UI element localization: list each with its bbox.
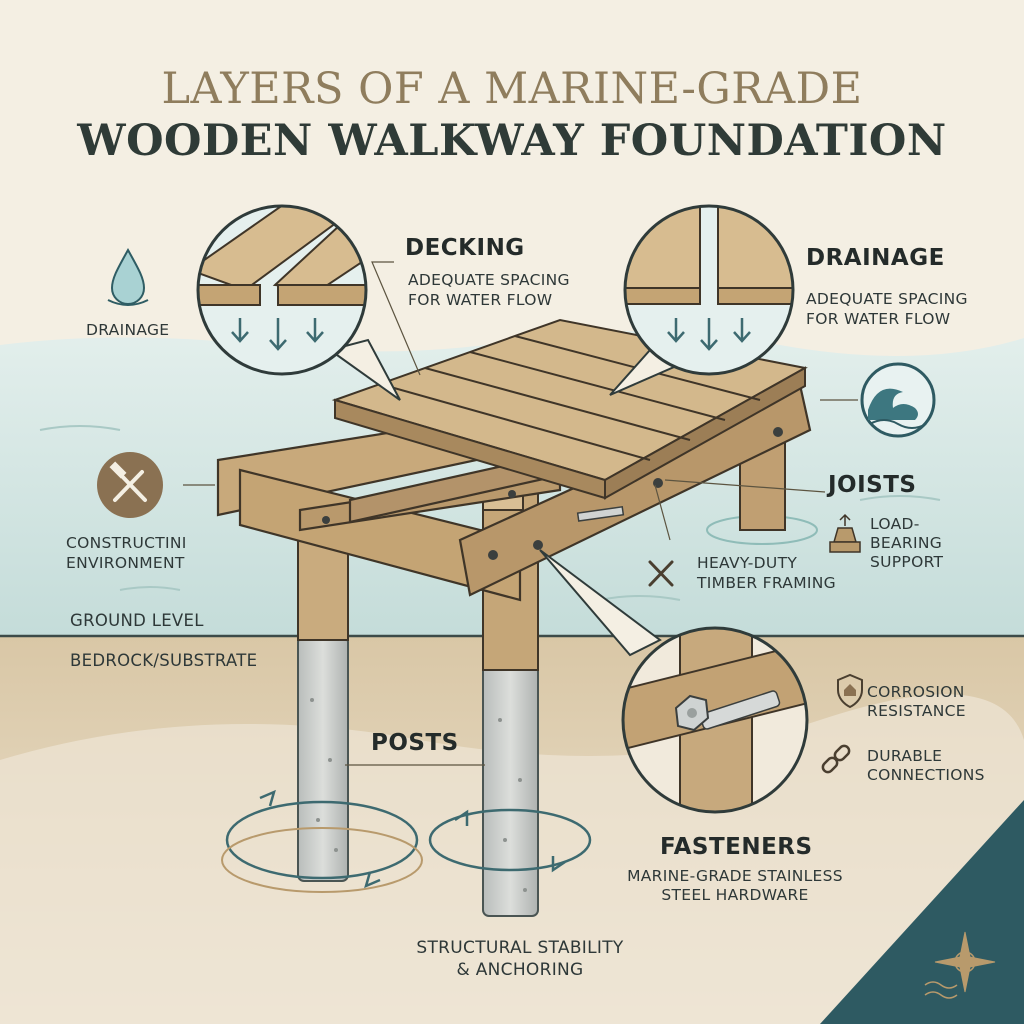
fasteners-desc-1: MARINE-GRADE STAINLESS	[627, 867, 843, 885]
corrosion-1: CORROSION	[867, 683, 965, 701]
durable-2: CONNECTIONS	[867, 766, 985, 784]
joists-desc-1: LOAD-	[870, 515, 920, 533]
chain-link-icon	[821, 744, 851, 774]
screw	[576, 505, 625, 522]
fasteners-heading: FASTENERS	[660, 834, 813, 860]
fasteners-desc-2: STEEL HARDWARE	[661, 886, 809, 904]
ground-level-label: GROUND LEVEL	[70, 611, 204, 630]
drainage-desc-1: ADEQUATE SPACING	[806, 290, 968, 308]
timber-framing-2: TIMBER FRAMING	[697, 574, 836, 592]
drainage-left-label: DRAINAGE	[86, 321, 170, 339]
posts-concrete	[297, 635, 539, 917]
water-drop-icon	[107, 247, 149, 306]
construction-env-1: CONSTRUCTINI	[66, 534, 187, 552]
drainage-heading: DRAINAGE	[806, 245, 945, 271]
corrosion-2: RESISTANCE	[867, 702, 966, 720]
title-line-1: LAYERS OF A MARINE-GRADE	[161, 64, 863, 114]
stability-2: & ANCHORING	[456, 960, 584, 980]
shield-icon	[837, 673, 863, 709]
drainage-magnifier	[609, 204, 795, 396]
fastener-magnifier	[539, 549, 809, 814]
title-line-2: WOODEN WALKWAY FOUNDATION	[77, 116, 947, 166]
decking-desc-1: ADEQUATE SPACING	[408, 271, 570, 289]
bedrock-label: BEDROCK/SUBSTRATE	[70, 651, 258, 670]
compass-rose-icon	[820, 800, 1024, 1024]
leader-lines	[183, 261, 858, 766]
stability-1: STRUCTURAL STABILITY	[416, 938, 624, 958]
frame-bolts	[322, 427, 783, 560]
joists-desc-3: SUPPORT	[870, 553, 944, 571]
joists-heading: JOISTS	[828, 472, 917, 498]
construction-env-2: ENVIRONMENT	[66, 554, 185, 572]
wave-icon	[860, 362, 936, 438]
drainage-desc-2: FOR WATER FLOW	[806, 310, 951, 328]
timber-tools-icon	[648, 560, 674, 587]
joists-desc-2: BEARING	[870, 534, 943, 552]
durable-1: DURABLE	[867, 747, 943, 765]
anchoring-arrows	[225, 789, 592, 889]
decking-desc-2: FOR WATER FLOW	[408, 291, 553, 309]
hammer-wrench-icon	[97, 452, 163, 518]
timber-framing-1: HEAVY-DUTY	[697, 554, 798, 572]
load-weight-icon	[829, 513, 861, 553]
decking-heading: DECKING	[405, 235, 525, 261]
posts-heading: POSTS	[371, 730, 459, 756]
